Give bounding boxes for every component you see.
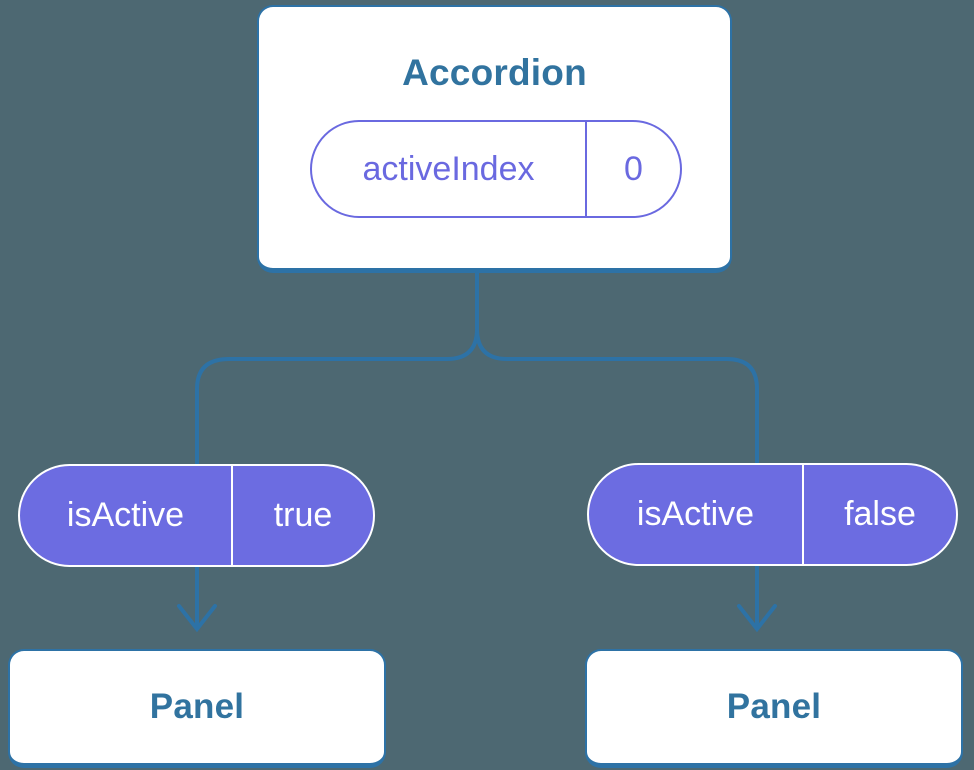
prop-value-label: false [844,495,916,533]
prop-name-label: isActive [66,496,185,534]
prop-pill-left: isActive true [18,464,375,567]
panel-card-right: Panel [585,649,963,768]
state-value-label: 0 [624,149,643,188]
panel-card-left: Panel [8,649,386,768]
connector-branch-right [475,266,759,466]
prop-name-label: isActive [636,495,755,533]
prop-name-segment: isActive [20,466,231,565]
prop-value-segment: true [231,466,373,565]
state-value-segment: 0 [585,122,680,216]
state-pill: activeIndex 0 [310,120,682,218]
accordion-card: Accordion activeIndex 0 [257,5,732,273]
prop-name-segment: isActive [589,465,802,564]
state-name-label: activeIndex [362,149,535,188]
panel-title: Panel [726,687,822,726]
prop-value-label: true [273,496,333,534]
prop-value-segment: false [802,465,956,564]
state-name-segment: activeIndex [312,122,585,216]
connector-branch-left [195,266,479,466]
arrow-down-right-icon [737,604,777,633]
accordion-title: Accordion [402,52,587,93]
panel-title: Panel [149,687,245,726]
arrow-down-left-icon [177,604,217,633]
prop-pill-right: isActive false [587,463,958,566]
